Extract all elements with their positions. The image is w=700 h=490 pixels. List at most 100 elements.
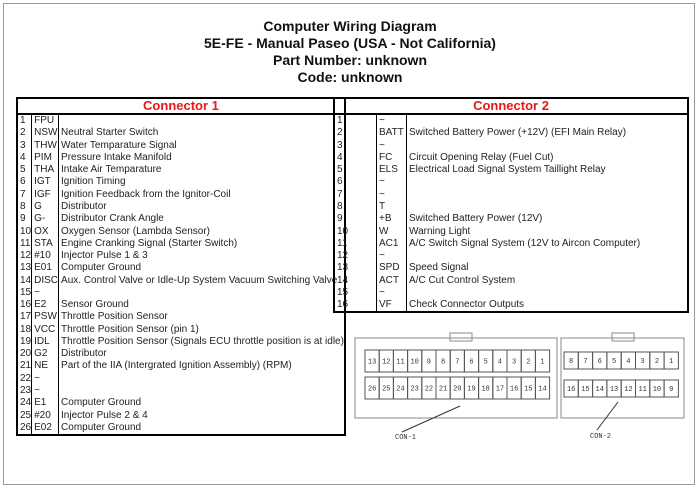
pin-description: Distributor Crank Angle xyxy=(58,213,346,226)
pin-description xyxy=(406,286,689,299)
pin-number: 7 xyxy=(583,358,587,366)
pin-pin: 1 xyxy=(16,114,33,128)
pin-number: 10 xyxy=(653,386,661,394)
pin-code: BATT xyxy=(376,127,407,140)
diagram-frame xyxy=(3,3,695,485)
pin-code: STA xyxy=(31,237,60,250)
pin-number: 5 xyxy=(612,358,616,366)
pin-description: Speed Signal xyxy=(406,262,689,275)
pin-description: Ignition Feedback from the Ignitor-Coil xyxy=(58,188,346,201)
pin-description: A/C Switch Signal System (12V to Aircon … xyxy=(406,237,689,250)
pin-number: 7 xyxy=(455,359,459,367)
pin-pin: 18 xyxy=(16,323,33,336)
pin-code: E1 xyxy=(31,397,60,410)
code: Code: unknown xyxy=(297,69,403,85)
pin-description: Neutral Starter Switch xyxy=(58,127,346,140)
pin-pin: 13 xyxy=(333,262,377,275)
pin-pin: 13 xyxy=(16,262,33,275)
pin-number: 23 xyxy=(410,386,418,394)
pin-number: 15 xyxy=(581,386,589,394)
subtitle-model: 5E-FE - Manual Paseo (USA - Not Californ… xyxy=(204,35,496,51)
pin-number: 11 xyxy=(638,386,646,394)
pin-pin: 26 xyxy=(16,421,33,435)
pin-pin: 21 xyxy=(16,360,33,373)
pin-description: Switched Battery Power (+12V) (EFI Main … xyxy=(406,127,689,140)
pin-code: FPU xyxy=(31,114,60,128)
pin-code: THA xyxy=(31,164,60,177)
pin-code: T xyxy=(376,200,407,214)
pin-pin: 4 xyxy=(333,151,377,165)
pin-pin: 2 xyxy=(16,127,33,140)
pin-code: NE xyxy=(31,360,60,373)
pin-pin: 8 xyxy=(16,200,33,214)
pin-description xyxy=(406,139,689,152)
pin-description: Pressure Intake Manifold xyxy=(58,151,346,165)
pin-description xyxy=(406,188,689,201)
pin-pin: 8 xyxy=(333,200,377,214)
pin-cell xyxy=(663,351,679,370)
pin-description: Distributor xyxy=(58,348,346,361)
pin-pin: 3 xyxy=(16,139,33,152)
table-row: 22~ xyxy=(16,372,346,385)
pin-code: PIM xyxy=(31,151,60,165)
con-1-leader-line xyxy=(401,405,461,433)
pin-number: 16 xyxy=(510,386,518,394)
pin-number: 4 xyxy=(626,358,630,366)
pin-pin: 11 xyxy=(333,237,377,250)
pin-number: 26 xyxy=(368,386,376,394)
pin-number: 3 xyxy=(512,359,516,367)
pin-code: IDL xyxy=(31,335,60,349)
pin-number: 13 xyxy=(610,386,618,394)
pin-code: IGF xyxy=(31,188,60,201)
pin-description xyxy=(406,114,689,128)
pin-number: 5 xyxy=(484,359,488,367)
pin-pin: 4 xyxy=(16,151,33,165)
pin-description xyxy=(58,372,346,385)
pin-number: 21 xyxy=(439,386,447,394)
pin-pin: 15 xyxy=(16,286,33,299)
pin-code: VCC xyxy=(31,323,60,336)
pin-code: E01 xyxy=(31,262,60,275)
pin-pin: 16 xyxy=(16,298,33,312)
pin-number: 13 xyxy=(368,359,376,367)
con-1-label: CON-1 xyxy=(395,434,416,442)
pin-code: ~ xyxy=(31,286,60,299)
pin-number: 16 xyxy=(567,386,575,394)
pin-code: IGT xyxy=(31,176,60,189)
pin-number: 8 xyxy=(569,358,573,366)
pin-description xyxy=(58,114,346,128)
pin-description: Throttle Position Sensor (pin 1) xyxy=(58,323,346,336)
pin-pin: 9 xyxy=(333,213,377,226)
pin-code: #20 xyxy=(31,409,60,422)
pin-description: Electrical Load Signal System Taillight … xyxy=(406,164,689,177)
con-2-label: CON-2 xyxy=(590,433,611,441)
pin-number: 24 xyxy=(396,386,404,394)
pin-code: FC xyxy=(376,151,407,165)
part-number: Part Number: unknown xyxy=(272,52,427,68)
pin-number: 2 xyxy=(526,359,530,367)
pin-number: 8 xyxy=(441,359,445,367)
pin-number: 10 xyxy=(410,359,418,367)
pin-pin: 24 xyxy=(16,397,33,410)
pin-pin: 19 xyxy=(16,335,33,349)
pin-number: 14 xyxy=(596,386,604,394)
pin-code: +B xyxy=(376,213,407,226)
pin-number: 14 xyxy=(538,386,546,394)
pin-pin: 14 xyxy=(16,274,33,287)
pin-number: 1 xyxy=(540,359,544,367)
pin-code: G xyxy=(31,200,60,214)
pin-pin: 22 xyxy=(16,372,33,385)
